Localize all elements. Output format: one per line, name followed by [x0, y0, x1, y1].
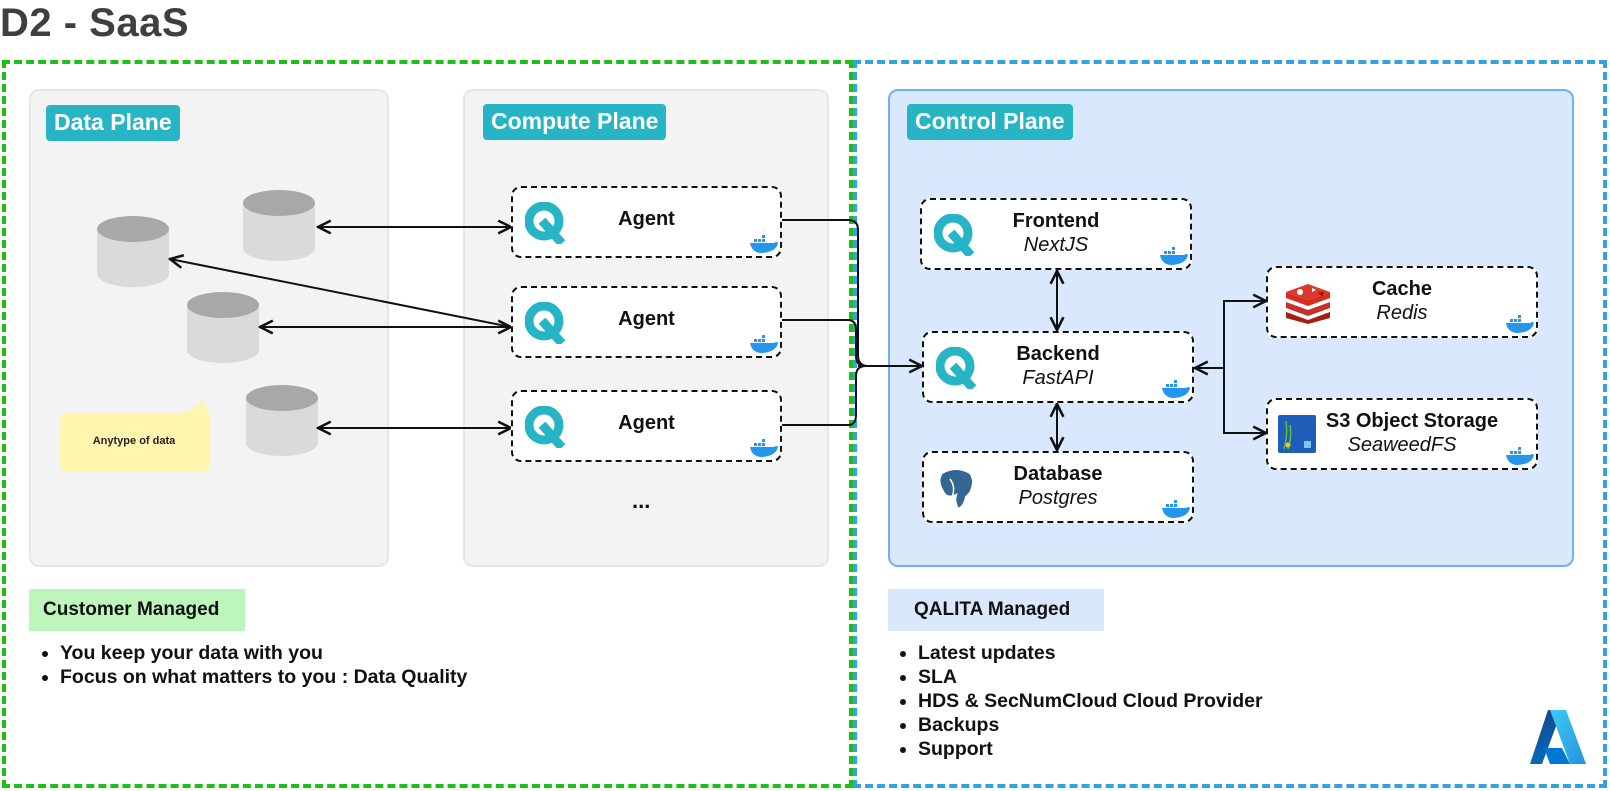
cache-name: Cache — [1371, 278, 1433, 300]
backend-name: Backend — [1016, 343, 1100, 365]
docker-icon — [1506, 447, 1534, 465]
sticky-note: Anytype of data — [58, 400, 210, 472]
datasource-cylinder-icon — [187, 292, 259, 363]
list-item: Focus on what matters to you : Data Qual… — [60, 665, 467, 689]
storage-name: S3 Object Storage — [1325, 410, 1499, 432]
qalita-logo-icon — [525, 202, 566, 244]
agent-node[interactable]: Agent — [511, 186, 782, 258]
edge-to-cache — [1223, 301, 1266, 368]
qalita-logo-icon — [934, 214, 975, 256]
storage-node[interactable]: S3 Object Storage SeaweedFS — [1266, 398, 1538, 470]
qalita-managed-zone — [853, 60, 1607, 788]
datasource-cylinder-icon — [243, 190, 315, 261]
page-title: D2 - SaaS — [0, 1, 190, 45]
note-shape-icon — [60, 400, 210, 472]
docker-icon — [1162, 380, 1190, 398]
database-name: Database — [1013, 463, 1103, 485]
seaweedfs-icon — [1278, 415, 1316, 453]
edge-agent2-backend — [782, 319, 867, 367]
agent-node[interactable]: Agent — [511, 390, 782, 462]
agent-name: Agent — [618, 208, 675, 230]
frontend-tech: NextJS — [1023, 234, 1089, 256]
docker-icon — [1162, 500, 1190, 518]
docker-icon — [1160, 247, 1188, 265]
frontend-node[interactable]: Frontend NextJS — [920, 198, 1192, 270]
edge-to-storage — [1223, 368, 1266, 433]
control-plane-label: Control Plane — [907, 104, 1073, 140]
more-agents-ellipsis: ... — [632, 488, 651, 513]
qalita-logo-icon — [525, 406, 566, 448]
customer-managed-badge: Customer Managed — [29, 589, 245, 631]
qalita-logo-icon — [936, 347, 977, 389]
note-text: Anytype of data — [92, 435, 176, 447]
storage-tech: SeaweedFS — [1347, 434, 1457, 456]
compute-plane-label: Compute Plane — [483, 104, 667, 140]
list-item: Latest updates — [918, 641, 1263, 665]
datasource-cylinder-icon — [97, 216, 169, 287]
edge-agent3-backend — [782, 365, 867, 426]
edge-agent2-db-left — [170, 259, 512, 328]
docker-icon — [750, 235, 778, 253]
postgres-elephant-icon — [938, 468, 974, 511]
azure-logo-icon — [1530, 710, 1586, 764]
list-item: Backups — [918, 713, 1263, 737]
customer-managed-list: You keep your data with you Focus on wha… — [30, 641, 467, 689]
list-item: HDS & SecNumCloud Cloud Provider — [918, 689, 1263, 713]
qalita-managed-list: Latest updates SLA HDS & SecNumCloud Clo… — [888, 641, 1263, 761]
list-item: SLA — [918, 665, 1263, 689]
cache-node[interactable]: Cache Redis — [1266, 266, 1538, 338]
backend-tech: FastAPI — [1022, 367, 1094, 389]
cache-tech: Redis — [1376, 302, 1428, 324]
database-node[interactable]: Database Postgres — [922, 451, 1194, 523]
datasource-cylinder-icon — [246, 385, 318, 456]
docker-icon — [750, 335, 778, 353]
agent-name: Agent — [618, 412, 675, 434]
redis-icon — [1286, 284, 1330, 324]
docker-icon — [1506, 315, 1534, 333]
docker-icon — [750, 439, 778, 457]
list-item: Support — [918, 737, 1263, 761]
list-item: You keep your data with you — [60, 641, 467, 665]
database-tech: Postgres — [1018, 487, 1098, 509]
qalita-logo-icon — [525, 302, 566, 344]
qalita-managed-badge: QALITA Managed — [888, 589, 1104, 631]
backend-node[interactable]: Backend FastAPI — [922, 331, 1194, 403]
agent-name: Agent — [618, 308, 675, 330]
agent-node[interactable]: Agent — [511, 286, 782, 358]
frontend-name: Frontend — [1012, 210, 1100, 232]
data-plane-label: Data Plane — [46, 105, 180, 141]
